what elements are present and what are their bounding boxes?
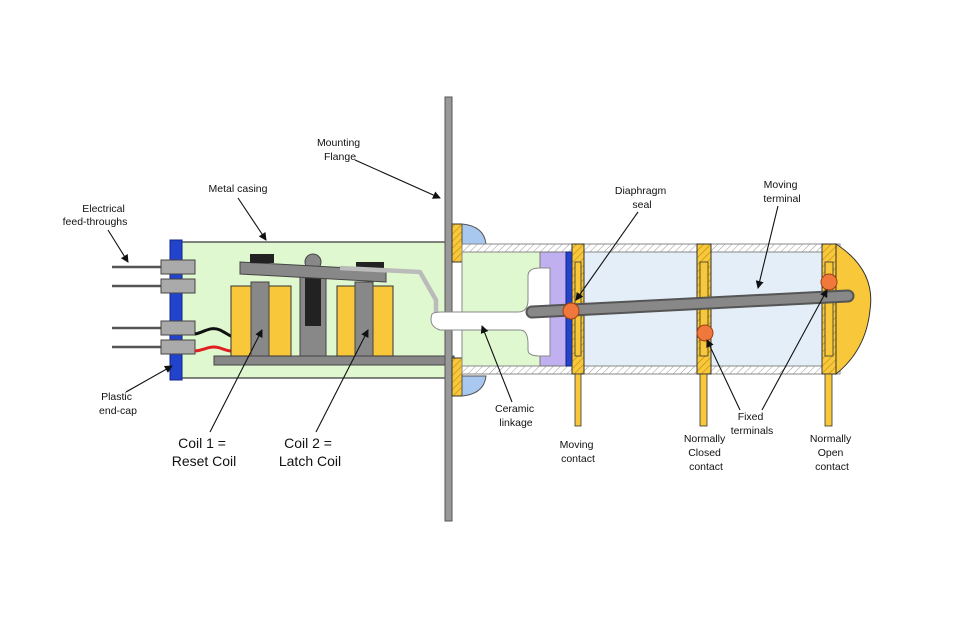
coil-2 <box>336 281 394 357</box>
flange-seal-top <box>451 223 463 263</box>
leader-moving-terminal <box>755 205 779 289</box>
chamber-wall-top <box>461 243 841 253</box>
leader-feedthroughs <box>107 229 129 263</box>
pivot-magnet <box>305 274 321 326</box>
coil-1 <box>230 281 292 357</box>
flange-seal-bottom <box>451 357 463 397</box>
leader-coil2 <box>315 329 369 433</box>
contact-pins <box>574 373 833 427</box>
mounting-flange <box>444 96 453 522</box>
label-ceramic-linkage: Ceramic linkage <box>495 403 537 429</box>
armature-tip-left <box>250 254 274 263</box>
leader-ceramic-linkage <box>480 325 513 403</box>
leader-mounting-flange <box>354 159 441 199</box>
leader-metal-casing <box>237 197 267 241</box>
label-feedthroughs: Electrical feed-throughs <box>63 203 128 228</box>
leader-coil1 <box>209 329 263 433</box>
label-moving-contact: Moving contact <box>560 439 597 465</box>
partition-3 <box>821 243 837 375</box>
no-fixed-terminal <box>820 273 838 291</box>
nc-fixed-terminal <box>696 324 714 342</box>
end-dome <box>835 243 872 376</box>
label-moving-terminal: Moving terminal <box>763 179 800 205</box>
label-no-contact: Normally Open contact <box>810 433 854 473</box>
label-diaphragm-seal: Diaphragm seal <box>615 185 669 211</box>
label-mounting-flange: Mounting Flange <box>317 137 363 163</box>
leader-fixed-no <box>761 289 828 411</box>
armature <box>239 261 387 283</box>
label-coil2: Coil 2 = Latch Coil <box>279 435 341 469</box>
label-metal-casing: Metal casing <box>209 183 268 195</box>
leader-diaphragm-seal <box>575 211 639 301</box>
leader-fixed-nc <box>706 339 741 411</box>
label-coil1: Coil 1 = Reset Coil <box>172 435 237 469</box>
label-fixed-terminals: Fixed terminals <box>731 411 774 437</box>
feed-through-pins <box>112 259 196 355</box>
base-plate <box>213 355 455 366</box>
linkage-rod <box>339 265 439 318</box>
armature-tip-right <box>356 262 384 270</box>
label-nc-contact: Normally Closed contact <box>684 433 728 473</box>
label-plastic-endcap: Plastic end-cap <box>99 391 137 417</box>
dome-bottom <box>461 375 487 397</box>
leader-plastic-endcap <box>125 365 173 393</box>
moving-contact-dot <box>562 302 580 320</box>
dome-top <box>461 223 487 245</box>
